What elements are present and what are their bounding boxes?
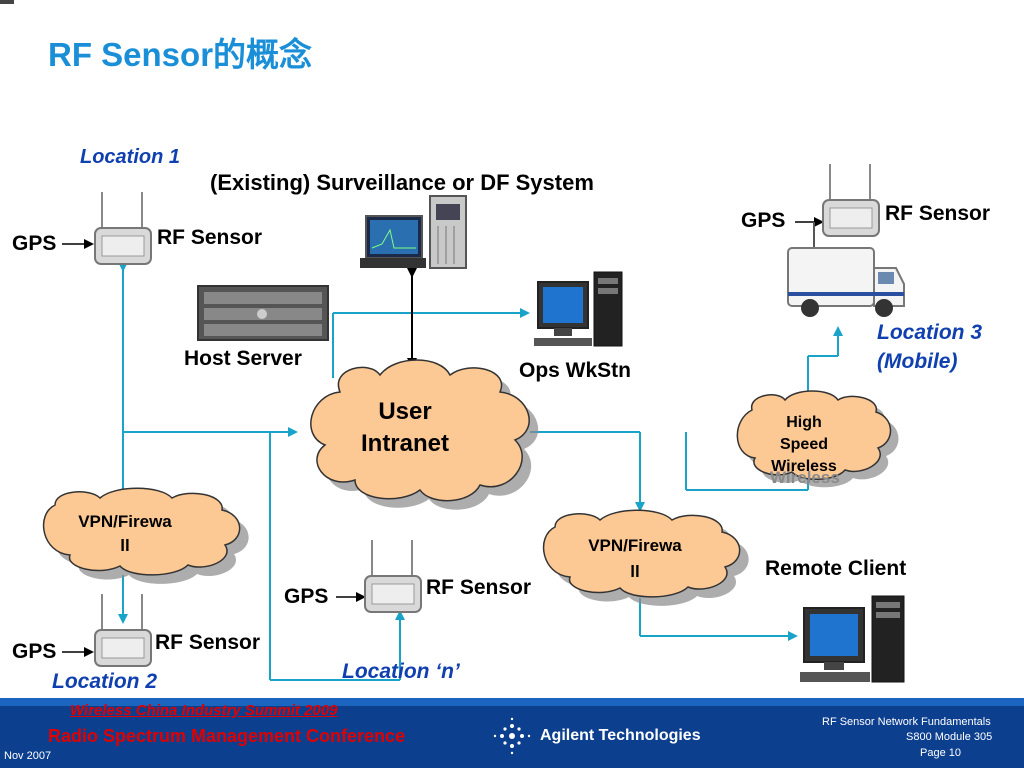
rf-sensor-label: RF Sensor	[157, 226, 263, 249]
location-n-label: Location ‘n’	[342, 660, 460, 683]
df-system-icon	[360, 195, 467, 269]
vpn-firewall-label-right: VPN/Firewa ll	[565, 533, 705, 585]
conference-line2: Radio Spectrum Management Conference	[48, 726, 406, 746]
vpn-firewall-cloud-left	[42, 487, 249, 584]
high-speed-wireless-cloud	[736, 390, 899, 488]
rf-sensor-icon	[364, 540, 422, 613]
user-intranet-line1: User	[378, 398, 432, 425]
gps-label: GPS	[741, 209, 786, 232]
workstation-icon	[800, 595, 905, 683]
wireless-line2: Speed	[779, 436, 828, 453]
brand-name: Agilent Technologies	[540, 727, 701, 744]
vpn-line2: ll	[120, 536, 130, 555]
footer-band	[0, 698, 1024, 706]
slide-title: RF Sensor的概念	[48, 36, 313, 73]
page-number: Page 10	[920, 747, 961, 759]
server-icon	[197, 285, 329, 341]
gps-label: GPS	[12, 640, 57, 663]
location-3-mobile-label: (Mobile)	[877, 350, 958, 373]
footer-date: Nov 2007	[4, 750, 52, 762]
course-title: RF Sensor Network Fundamentals	[822, 716, 991, 728]
rf-sensor-icon	[822, 164, 880, 237]
host-server-label: Host Server	[184, 347, 302, 370]
vpn-firewall-cloud-right	[542, 509, 749, 606]
vpn-line2: ll	[630, 562, 640, 581]
rf-sensor-label: RF Sensor	[155, 631, 261, 654]
ops-wkstn-label: Ops WkStn	[519, 359, 632, 382]
agilent-spark-icon	[493, 717, 531, 755]
location-3-label: Location 3	[877, 321, 983, 344]
vpn-line1: VPN/Firewa	[588, 536, 682, 555]
location-1-label: Location 1	[80, 146, 181, 168]
remote-client-label: Remote Client	[765, 557, 907, 580]
gps-label: GPS	[284, 585, 329, 608]
van-icon	[787, 222, 905, 317]
module-number: S800 Module 305	[906, 731, 993, 743]
wireless-line3: Wireless	[771, 458, 837, 475]
user-intranet-label: User Intranet	[340, 396, 470, 460]
user-intranet-line2: Intranet	[360, 430, 449, 457]
wireless-shadow-text: Wireless	[770, 468, 840, 487]
wireless-line1: High	[786, 414, 822, 431]
conference-line1: Wireless China Industry Summit 2009	[70, 702, 338, 719]
rf-sensor-label: RF Sensor	[885, 202, 991, 225]
network-diagram	[42, 217, 899, 681]
rf-sensor-icon	[94, 594, 152, 667]
high-speed-wireless-label: High Speed Wireless	[756, 412, 852, 478]
surveillance-system-label: (Existing) Surveillance or DF System	[210, 170, 594, 195]
vpn-firewall-label-left: VPN/Firewa ll	[58, 510, 192, 558]
corner-mark	[0, 0, 14, 4]
rf-sensor-label: RF Sensor	[426, 576, 532, 599]
workstation-icon	[534, 271, 623, 347]
gps-label: GPS	[12, 232, 57, 255]
rf-sensor-icon	[94, 192, 152, 265]
location-2-label: Location 2	[52, 670, 158, 693]
user-intranet-cloud	[310, 359, 539, 510]
vpn-line1: VPN/Firewa	[78, 512, 172, 531]
